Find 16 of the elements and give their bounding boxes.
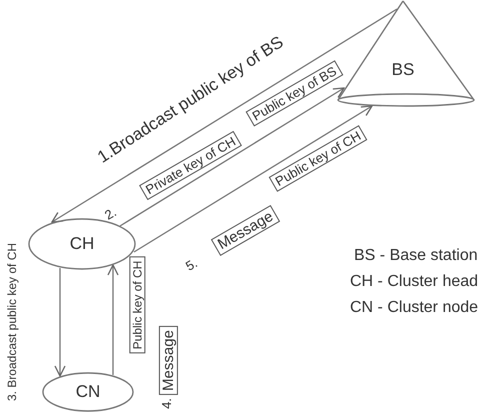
node-label: CH — [70, 234, 94, 254]
node-label: CN — [76, 382, 100, 402]
boxed-label: Public key of CH — [128, 256, 145, 354]
edge-label: 4. — [158, 398, 174, 408]
edge-label: 2. — [101, 204, 118, 222]
node-label: BS — [392, 60, 414, 80]
arrow — [107, 264, 119, 375]
abbreviation-note: CN - Cluster node — [350, 299, 478, 317]
arrow — [54, 268, 66, 377]
abbreviation-note: CH - Cluster head — [350, 273, 478, 291]
abbreviation-note: BS - Base station — [354, 247, 478, 265]
edge-label: 5. — [182, 254, 200, 274]
boxed-label: Message — [158, 326, 178, 394]
arrow — [51, 8, 398, 223]
edge-label: 3. Broadcast public key of CH — [5, 242, 20, 402]
arrow — [120, 87, 345, 227]
